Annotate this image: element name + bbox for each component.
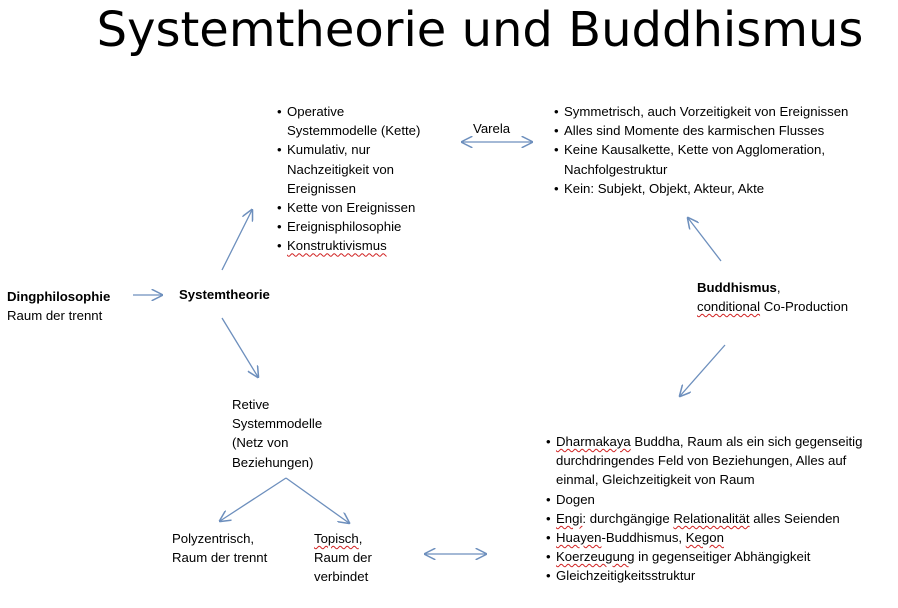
node-buddhismus-bottom: Dharmakaya Buddha, Raum als ein sich geg…: [546, 432, 891, 586]
operative-item: Ereignisphilosophie: [277, 217, 435, 236]
ding-subtitle: Raum der trennt: [7, 308, 103, 324]
item1-rest: Buddha, Raum als ein sich gegenseitig du…: [556, 434, 863, 488]
relationalitaet-text: Relationalität: [673, 510, 750, 526]
buddh-top-item: Symmetrisch, auch Vorzeitigkeit von Erei…: [554, 102, 889, 121]
konstruktivismus-text: Konstruktivismus: [287, 238, 387, 254]
arrow-systemtheorie-to-operative: [221, 210, 252, 271]
item4-part: -Buddhismus,: [601, 530, 686, 546]
item3-part: : durchgängige: [582, 510, 674, 526]
node-systemtheorie: Systemtheorie: [179, 287, 270, 302]
topisch-word: Topisch: [314, 531, 359, 546]
arrow-systemtheorie-to-retive: [221, 317, 258, 377]
coproduction-text: Co-Production: [760, 299, 849, 315]
node-polyzentrisch: Polyzentrisch, Raum der trennt: [172, 531, 268, 566]
operative-item: Kumulativ, nur Nachzeitigkeit von Ereign…: [277, 140, 435, 198]
label-varela: Varela: [473, 121, 511, 136]
kegon-text: Kegon: [685, 530, 724, 546]
buddh-bottom-item: Engi: durchgängige Relationalität alles …: [546, 509, 891, 528]
dharmakaya-text: Dharmakaya: [556, 434, 631, 449]
huayen-text: Huayen: [556, 530, 602, 546]
item5-rest: in gegenseitiger Abhängigkeit: [634, 549, 811, 565]
node-retive: Retive Systemmodelle (Netz von Beziehung…: [232, 397, 323, 470]
engi-text: Engi: [556, 510, 583, 526]
conditional-text: conditional: [697, 299, 761, 315]
arrow-buddhismus-to-top: [688, 218, 722, 262]
buddh-bottom-item: Gleichzeitigkeitsstruktur: [546, 566, 891, 585]
node-topisch: Topisch, Raum der verbindet: [314, 529, 394, 587]
page-title: Systemtheorie und Buddhismus: [96, 2, 864, 58]
node-dingphilosophie: Dingphilosophie Raum der trennt: [7, 287, 147, 325]
arrow-buddhismus-to-bottom: [680, 344, 726, 396]
operative-item: Kette von Ereignissen: [277, 198, 435, 217]
koerzeugung-text: Koerzeugung: [556, 549, 635, 565]
buddh-bottom-item: Dharmakaya Buddha, Raum als ein sich geg…: [546, 432, 891, 490]
buddh-top-item: Keine Kausalkette, Kette von Agglomerati…: [554, 140, 889, 178]
buddh-bottom-item: Huayen-Buddhismus, Kegon: [546, 528, 891, 547]
buddh-top-item: Kein: Subjekt, Objekt, Akteur, Akte: [554, 179, 889, 198]
buddhismus-comma: ,: [776, 280, 781, 295]
topisch-rest: , Raum der verbindet: [314, 531, 372, 585]
operative-item: Konstruktivismus: [277, 236, 435, 255]
buddh-top-item: Alles sind Momente des karmischen Flusse…: [554, 121, 889, 140]
item3-part2: alles Seienden: [749, 510, 840, 526]
buddh-bottom-item: Dogen: [546, 490, 891, 509]
ding-label: Dingphilosophie: [7, 289, 111, 304]
arrow-retive-to-poly: [220, 477, 287, 521]
node-buddhismus-top: Symmetrisch, auch Vorzeitigkeit von Erei…: [554, 102, 889, 198]
node-buddhismus: Buddhismus, conditional Co-Production: [697, 278, 887, 316]
node-operative: Operative Systemmodelle (Kette) Kumulati…: [277, 102, 435, 256]
operative-item: Operative Systemmodelle (Kette): [277, 102, 435, 140]
buddhismus-label: Buddhismus: [697, 280, 777, 295]
arrow-retive-to-topisch: [285, 477, 349, 523]
buddh-bottom-item: Koerzeugung in gegenseitiger Abhängigkei…: [546, 547, 891, 566]
